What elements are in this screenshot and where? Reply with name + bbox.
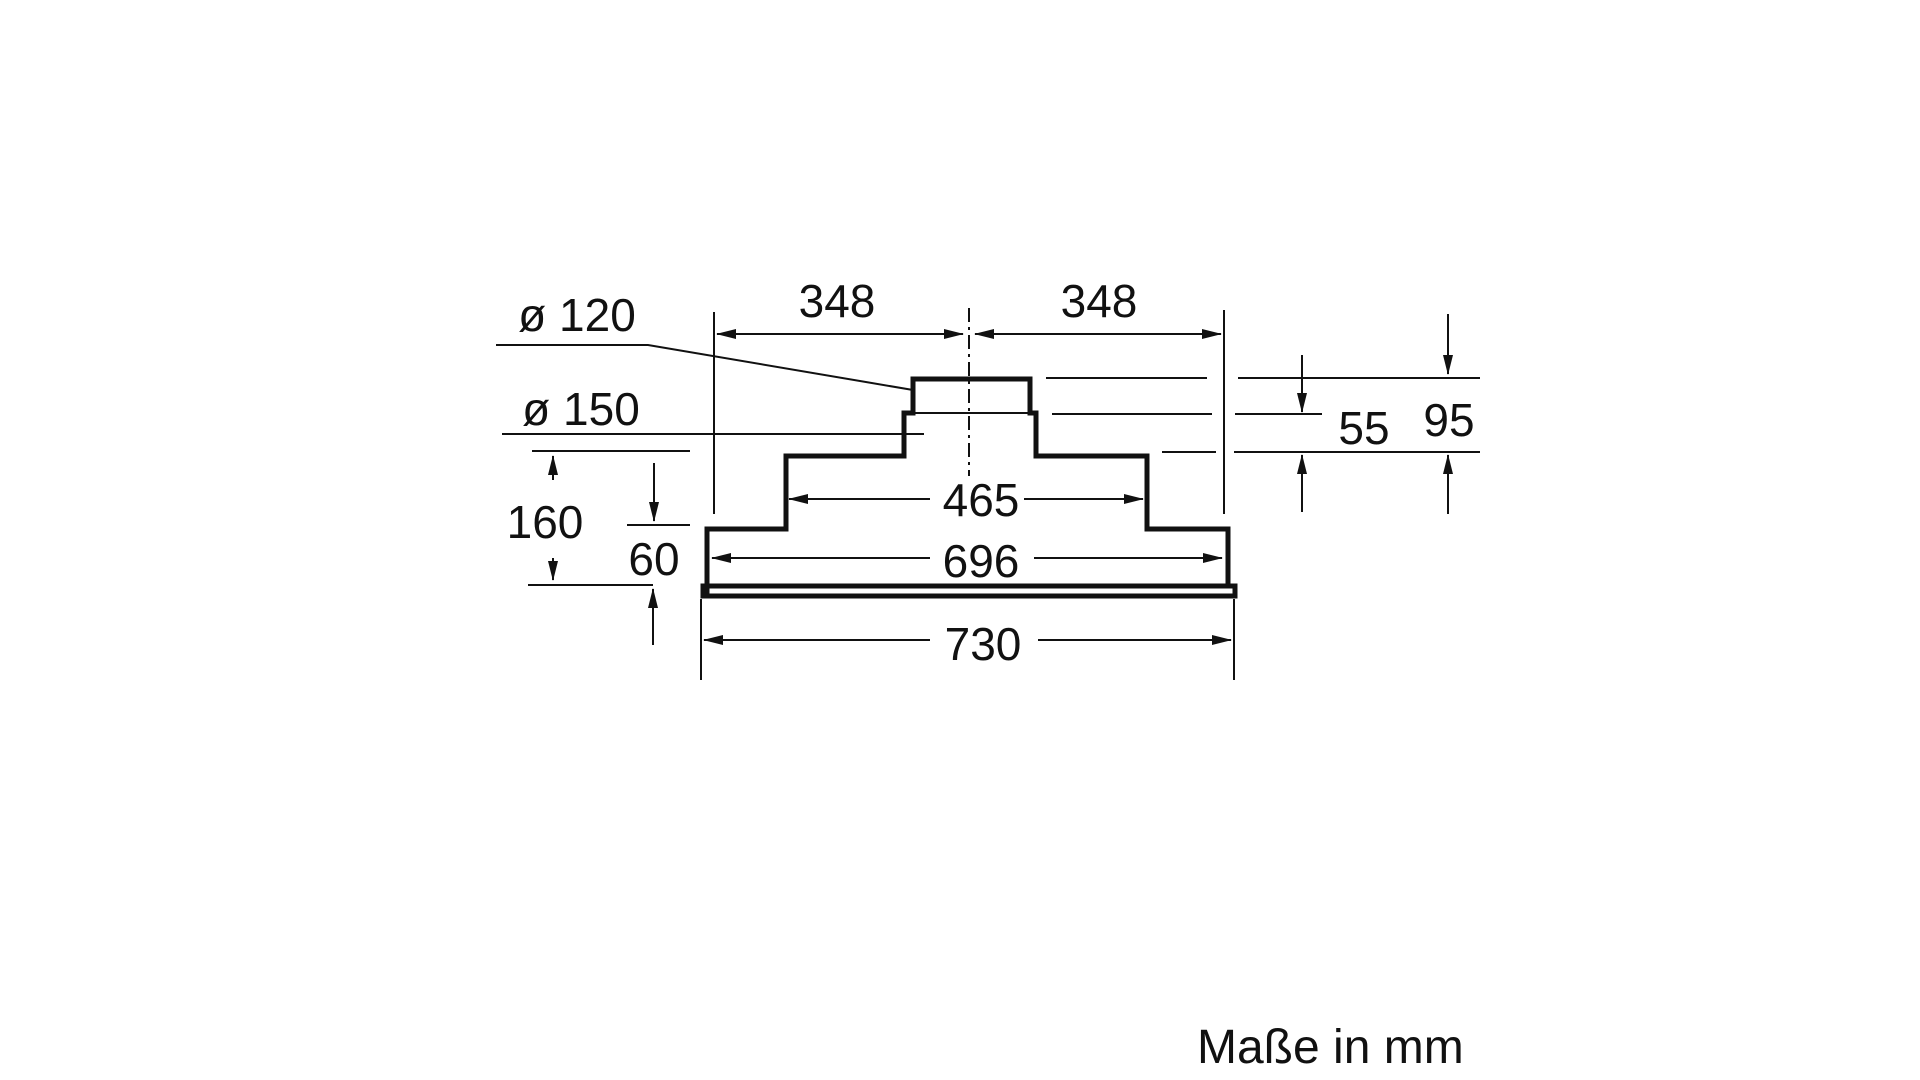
label-width-frame: 730: [945, 618, 1022, 670]
product-outline: [704, 376, 1231, 598]
label-width-body: 696: [943, 535, 1020, 587]
label-height-body: 60: [628, 533, 679, 585]
units-caption: Maße in mm: [1197, 1021, 1464, 1074]
label-half-right: 348: [1061, 275, 1138, 327]
label-dia-small: ø 120: [518, 289, 636, 341]
leader-dia-small: [496, 344, 914, 391]
label-height-stack-inner: 55: [1338, 402, 1389, 454]
label-height-total: 160: [507, 496, 584, 548]
label-dia-large: ø 150: [522, 383, 640, 435]
label-height-stack-outer: 95: [1423, 394, 1474, 446]
frame-plate: [700, 583, 1238, 599]
label-half-left: 348: [799, 275, 876, 327]
label-width-top-step: 465: [943, 474, 1020, 526]
